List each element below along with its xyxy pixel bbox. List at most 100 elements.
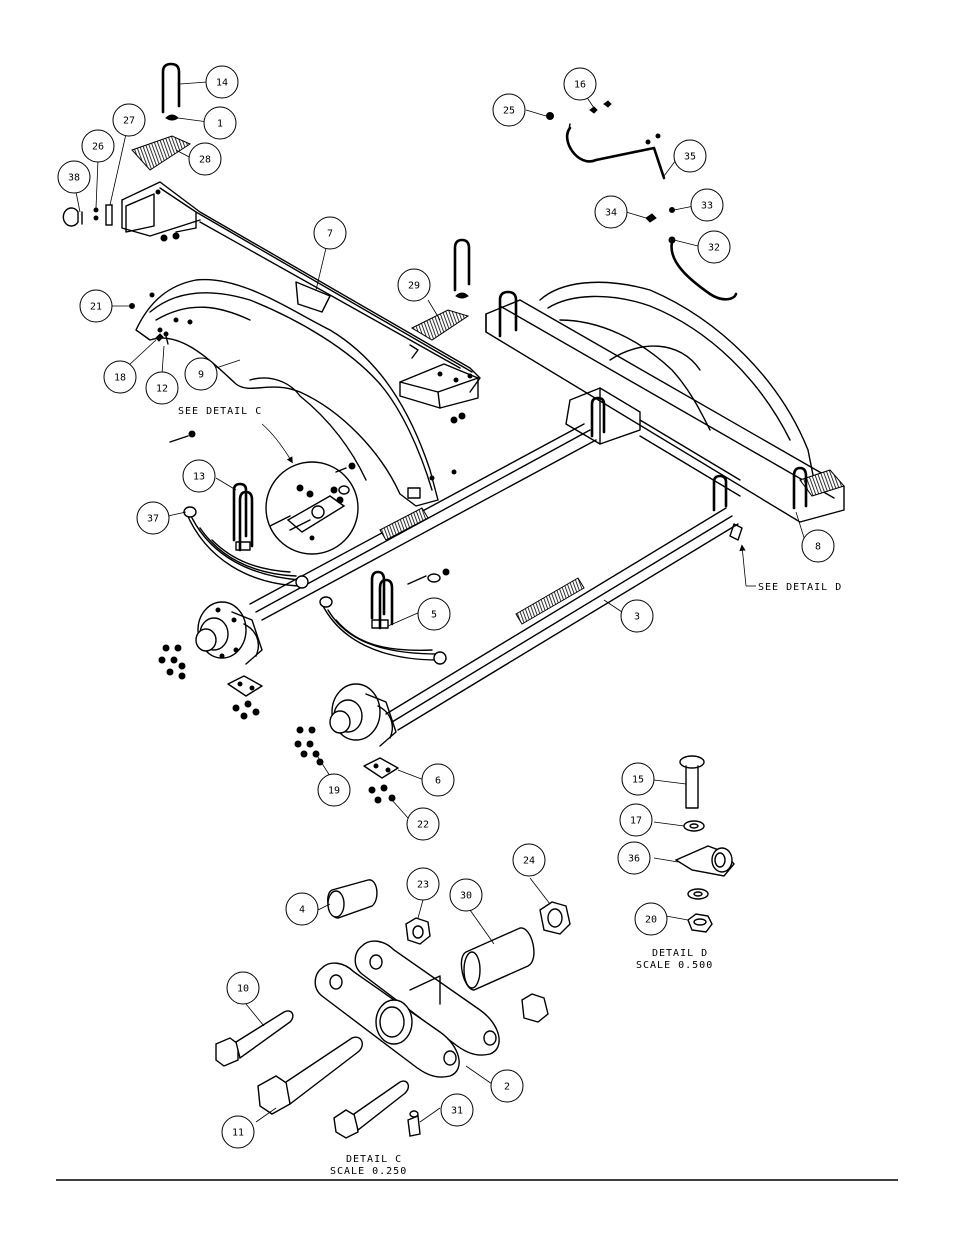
callout-7: 7	[313, 216, 347, 250]
callout-label: 18	[114, 373, 126, 384]
callout-30: 30	[449, 878, 483, 912]
equalizer-rear	[565, 387, 743, 541]
callout-label: 27	[123, 116, 135, 127]
callout-circle	[619, 803, 653, 837]
nut-25	[546, 112, 554, 120]
nuts-22	[368, 784, 396, 804]
callout-label: 28	[199, 155, 211, 166]
detail-d-scale: SCALE 0.500	[636, 960, 713, 971]
callout-label: 29	[408, 281, 420, 292]
callout-label: 35	[684, 152, 696, 163]
callout-label: 2	[504, 1082, 510, 1093]
callout-circle	[512, 843, 546, 877]
callout-circle	[634, 902, 668, 936]
callout-label: 36	[628, 854, 640, 865]
callout-circle	[440, 1093, 474, 1127]
callout-circle	[221, 1115, 255, 1149]
nut-lower	[521, 993, 549, 1023]
callout-circle	[690, 188, 724, 222]
lug-nuts-front	[158, 644, 186, 680]
callout-10: 10	[226, 971, 260, 1005]
callout-18: 18	[103, 360, 137, 394]
detail-c-scale: SCALE 0.250	[330, 1166, 407, 1177]
callout-circle	[563, 67, 597, 101]
callout-26: 26	[81, 129, 115, 163]
callout-label: 11	[232, 1128, 244, 1139]
note-see-detail-c: SEE DETAIL C	[178, 406, 262, 417]
callout-circle	[397, 268, 431, 302]
callout-label: 21	[90, 302, 102, 313]
callout-label: 31	[451, 1106, 463, 1117]
callout-circle	[112, 103, 146, 137]
callout-label: 23	[417, 880, 429, 891]
callout-8: 8	[801, 529, 835, 563]
callout-circle	[203, 106, 237, 140]
detail-d-bolt-15	[679, 755, 705, 809]
hanger-29	[410, 238, 471, 341]
callout-circle	[620, 599, 654, 633]
callout-circle	[417, 597, 451, 631]
fittings-16	[589, 100, 612, 114]
callout-label: 37	[147, 514, 159, 525]
callout-label: 16	[574, 80, 586, 91]
callout-37: 37	[136, 501, 170, 535]
fender-bolts-12-18-21	[129, 303, 169, 345]
callout-circle	[421, 763, 455, 797]
spring-37	[183, 506, 309, 589]
callout-circle	[406, 807, 440, 841]
spring-seat-6	[363, 757, 399, 779]
callout-11: 11	[221, 1115, 255, 1149]
fitting-33	[669, 207, 675, 213]
bushing-27	[105, 204, 113, 226]
callout-circle	[317, 773, 351, 807]
hub-drum-front	[195, 601, 263, 665]
callout-5: 5	[417, 597, 451, 631]
callout-label: 12	[156, 384, 168, 395]
callout-38: 38	[57, 160, 91, 194]
callout-16: 16	[563, 67, 597, 101]
tee-34	[645, 213, 657, 223]
fender-9	[135, 278, 457, 507]
callout-label: 22	[417, 820, 429, 831]
detail-d-nut-20	[687, 913, 713, 933]
callout-19: 19	[317, 773, 351, 807]
callout-label: 25	[503, 106, 515, 117]
callout-circle	[226, 971, 260, 1005]
callout-29: 29	[397, 268, 431, 302]
callout-circle	[801, 529, 835, 563]
loose-bolts-mid	[169, 430, 450, 585]
callout-label: 1	[217, 119, 223, 130]
bolt-lower	[333, 1080, 410, 1139]
callout-9: 9	[184, 357, 218, 391]
callout-label: 7	[327, 229, 333, 240]
callout-circle	[103, 360, 137, 394]
lug-nuts-rear	[294, 726, 324, 766]
nut-1	[165, 114, 179, 121]
callout-label: 32	[708, 243, 720, 254]
callout-circle	[594, 195, 628, 229]
bushing-4	[327, 879, 378, 919]
callout-label: 6	[435, 776, 441, 787]
callout-24: 24	[512, 843, 546, 877]
callout-22: 22	[406, 807, 440, 841]
callout-label: 19	[328, 786, 340, 797]
rear-axle-tube	[249, 423, 597, 621]
u-bolt-14	[161, 62, 181, 114]
callout-label: 20	[645, 915, 657, 926]
note-see-detail-d: SEE DETAIL D	[758, 582, 842, 593]
callout-circle	[697, 230, 731, 264]
callout-circle	[617, 841, 651, 875]
callout-14: 14	[205, 65, 239, 99]
callout-1: 1	[203, 106, 237, 140]
leader-lines	[75, 81, 807, 1123]
callout-35: 35	[673, 139, 707, 173]
detail-d-title: DETAIL D	[652, 948, 708, 959]
callout-label: 33	[701, 201, 713, 212]
callout-circle	[490, 1069, 524, 1103]
callout-label: 9	[198, 370, 204, 381]
bolt-10	[215, 1010, 294, 1067]
callout-circle	[406, 867, 440, 901]
